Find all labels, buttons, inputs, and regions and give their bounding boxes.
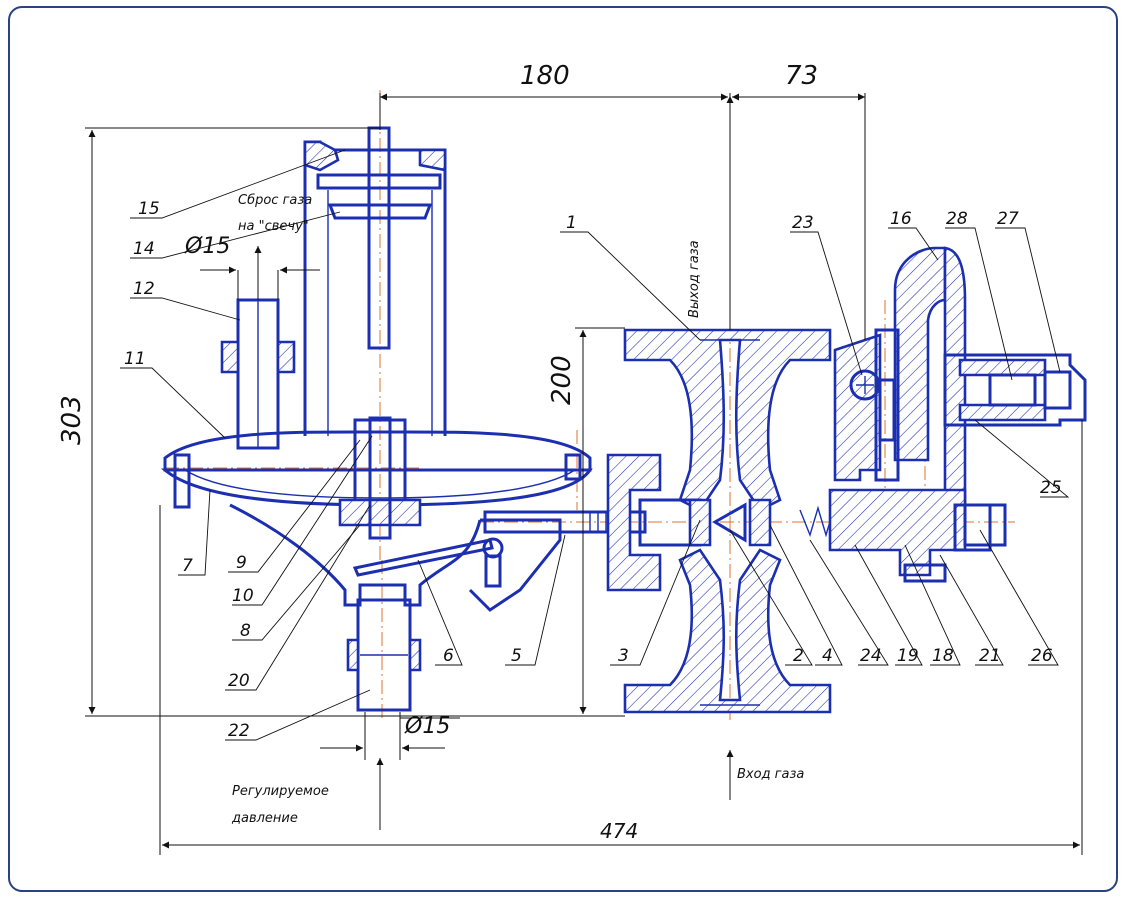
part-label-26: 26 — [1031, 646, 1053, 666]
leader-lines — [120, 149, 1070, 741]
part-label-9: 9 — [236, 553, 247, 573]
part-label-8: 8 — [240, 621, 251, 641]
part-label-20: 20 — [228, 671, 250, 691]
part-label-21: 21 — [979, 646, 1001, 666]
part-label-28: 28 — [946, 209, 968, 229]
part-label-7: 7 — [182, 556, 193, 576]
part-label-3: 3 — [618, 646, 629, 666]
part-label-4: 4 — [822, 646, 833, 666]
note-regulated-line1: Регулируемое — [232, 784, 329, 799]
note-regulated-line2: давление — [231, 811, 298, 826]
right-pilot — [799, 246, 1087, 583]
part-label-23: 23 — [792, 213, 814, 233]
dimension-lines — [85, 93, 1083, 855]
part-label-19: 19 — [897, 646, 919, 666]
central-valve-body — [606, 328, 832, 714]
note-gas-outlet: Выход газа — [687, 240, 702, 318]
part-label-25: 25 — [1040, 478, 1062, 498]
part-label-22: 22 — [228, 721, 250, 741]
dim-180: 180 — [520, 61, 570, 91]
dim-phi15-bottom: Ø15 — [404, 714, 450, 739]
note-gas-vent-line2: на "свечу" — [238, 219, 309, 234]
part-label-27: 27 — [997, 209, 1019, 229]
part-label-24: 24 — [860, 646, 882, 666]
dim-303: 303 — [57, 395, 87, 445]
dimension-labels: 180 73 303 200 474 Ø15 Ø15 — [57, 61, 818, 843]
part-label-1: 1 — [566, 213, 577, 233]
dim-200: 200 — [547, 355, 577, 405]
part-label-18: 18 — [932, 646, 954, 666]
part-label-15: 15 — [138, 199, 160, 219]
notes: Сброс газа на "свечу" Выход газа Вход га… — [231, 193, 804, 826]
part-label-12: 12 — [133, 279, 155, 299]
part-label-10: 10 — [232, 586, 254, 606]
part-labels: 15 14 12 11 7 9 10 8 20 22 6 5 3 1 2 4 2… — [124, 199, 1062, 741]
part-label-14: 14 — [133, 239, 155, 259]
part-label-11: 11 — [124, 349, 146, 369]
drawing-frame — [8, 6, 1118, 892]
part-label-5: 5 — [511, 646, 522, 666]
part-label-2: 2 — [793, 646, 804, 666]
part-label-6: 6 — [443, 646, 454, 666]
part-label-16: 16 — [890, 209, 912, 229]
dim-phi15-top: Ø15 — [184, 234, 230, 259]
center-lines — [165, 90, 1015, 720]
dim-474: 474 — [600, 819, 638, 843]
dim-73: 73 — [785, 61, 818, 91]
left-regulator-body — [160, 126, 647, 712]
note-gas-vent-line1: Сброс газа — [238, 193, 312, 208]
note-gas-inlet: Вход газа — [737, 767, 804, 782]
